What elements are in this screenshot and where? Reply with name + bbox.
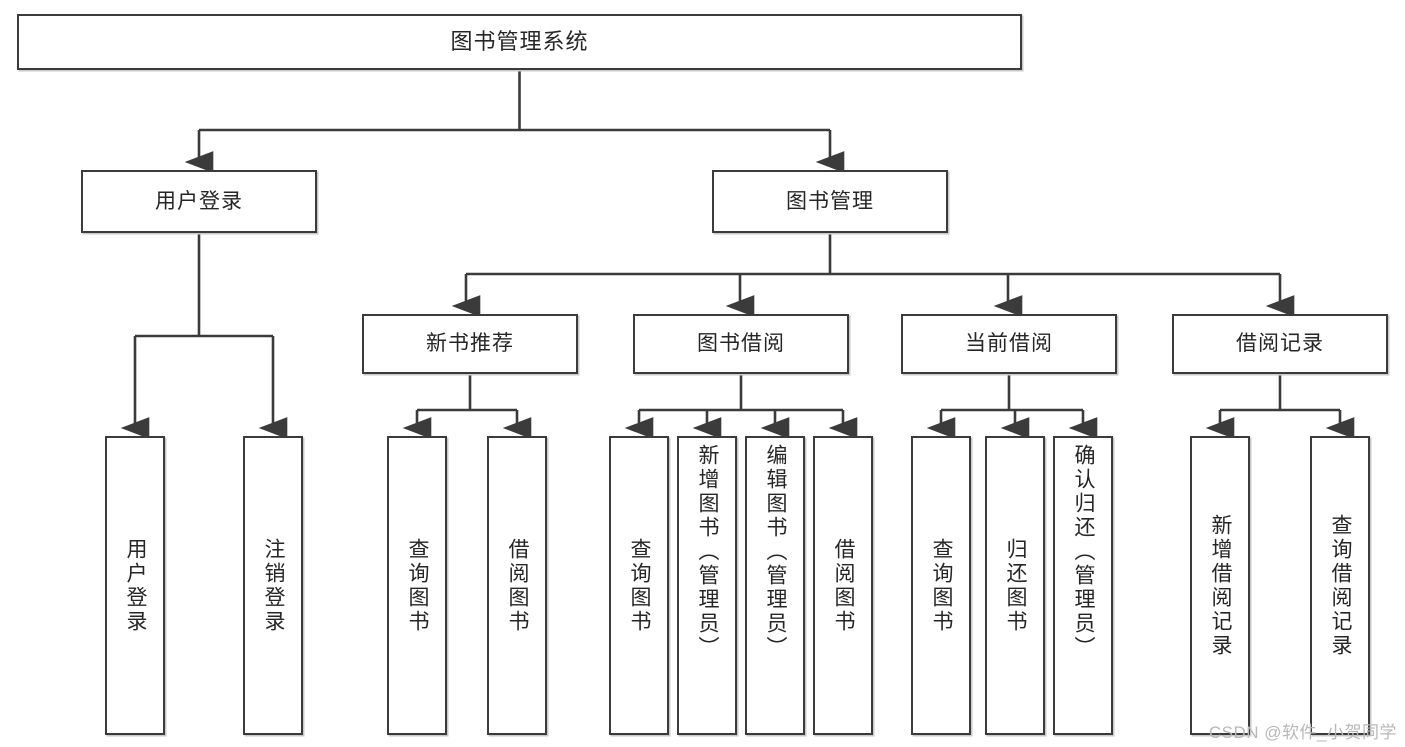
leaf-user-login[interactable]: 用户登录 <box>105 436 165 735</box>
leaf-query-borrow-record[interactable]: 查询借阅记录 <box>1310 436 1370 735</box>
watermark-text: CSDN @软件_小贺同学 <box>1208 723 1397 742</box>
node-label: 当前借阅 <box>965 332 1053 356</box>
node-label: 新书推荐 <box>426 332 514 356</box>
node-book-management[interactable]: 图书管理 <box>712 170 948 233</box>
node-label: 查询图书 <box>406 537 430 634</box>
node-label: 查询借阅记录 <box>1329 513 1353 658</box>
node-label: 借阅图书 <box>832 537 856 634</box>
node-label: 用户登录 <box>124 537 148 634</box>
leaf-edit-book-admin[interactable]: 编辑图书（管理员） <box>745 436 805 735</box>
node-user-login[interactable]: 用户登录 <box>81 170 317 233</box>
node-label: 查询图书 <box>628 537 652 634</box>
node-label: 借阅图书 <box>506 537 530 634</box>
node-label: 归还图书 <box>1004 537 1028 634</box>
node-label: 查询图书 <box>930 537 954 634</box>
node-current-borrow[interactable]: 当前借阅 <box>901 314 1117 374</box>
node-label: 新增图书（管理员） <box>696 444 720 660</box>
node-label: 图书借阅 <box>697 332 785 356</box>
node-label: 注销登录 <box>262 537 286 634</box>
node-book-borrow[interactable]: 图书借阅 <box>633 314 849 374</box>
leaf-query-book-borrow[interactable]: 查询图书 <box>609 436 669 735</box>
node-label: 编辑图书（管理员） <box>764 444 788 660</box>
leaf-borrow-book-new[interactable]: 借阅图书 <box>487 436 547 735</box>
node-label: 图书管理系统 <box>450 28 589 54</box>
leaf-borrow-book[interactable]: 借阅图书 <box>813 436 873 735</box>
node-label: 确认归还（管理员） <box>1072 444 1096 660</box>
leaf-query-book-new[interactable]: 查询图书 <box>387 436 447 735</box>
node-new-book-recommend[interactable]: 新书推荐 <box>362 314 578 374</box>
leaf-add-book-admin[interactable]: 新增图书（管理员） <box>677 436 737 735</box>
node-label: 新增借阅记录 <box>1209 513 1233 658</box>
leaf-query-book-current[interactable]: 查询图书 <box>911 436 971 735</box>
leaf-logout-login[interactable]: 注销登录 <box>243 436 303 735</box>
node-label: 图书管理 <box>786 189 874 213</box>
node-root-system[interactable]: 图书管理系统 <box>17 14 1022 70</box>
leaf-add-borrow-record[interactable]: 新增借阅记录 <box>1190 436 1250 735</box>
leaf-confirm-return-admin[interactable]: 确认归还（管理员） <box>1053 436 1113 735</box>
node-label: 用户登录 <box>155 189 243 213</box>
leaf-return-book[interactable]: 归还图书 <box>985 436 1045 735</box>
node-label: 借阅记录 <box>1236 332 1324 356</box>
node-borrow-record[interactable]: 借阅记录 <box>1172 314 1388 374</box>
